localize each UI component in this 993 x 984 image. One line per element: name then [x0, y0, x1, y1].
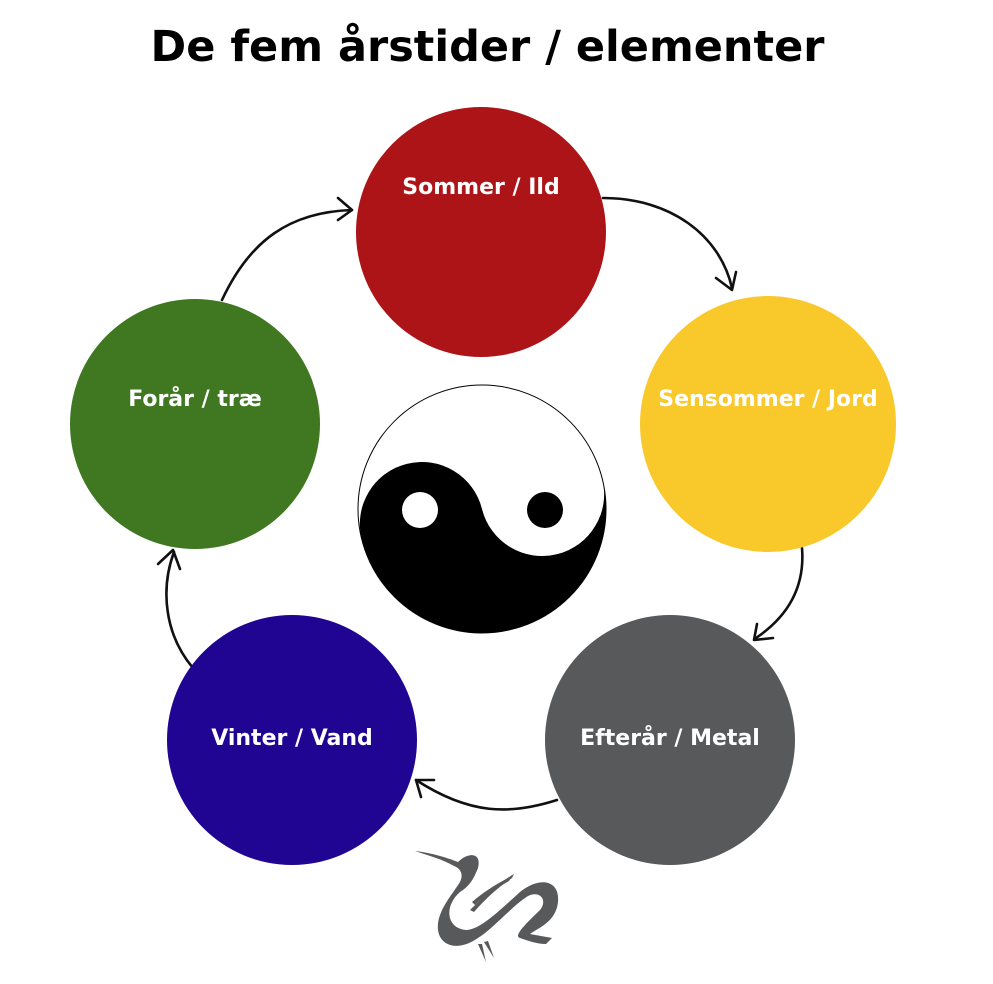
element-node-label: Efterår / Metal [580, 725, 760, 751]
element-node-3: Vinter / Vand [167, 615, 417, 865]
element-node-label: Forår / træ [128, 386, 262, 412]
element-node-label: Vinter / Vand [211, 725, 373, 751]
element-node-1: Sensommer / Jord [640, 296, 896, 552]
element-node-4: Forår / træ [70, 299, 320, 549]
diagram-title: De fem årstider / elementer [150, 22, 825, 72]
element-node-0: Sommer / Ild [356, 107, 606, 357]
arrow-sensommer-to-efterar [754, 546, 804, 640]
arrow-sommer-to-sensommer [601, 196, 734, 290]
arrow-vinter-to-forar [165, 550, 195, 670]
arrow-forar-to-sommer [220, 208, 354, 302]
element-node-label: Sensommer / Jord [658, 386, 878, 412]
arrow-efterar-to-vinter [414, 778, 559, 811]
element-node-label: Sommer / Ild [402, 174, 560, 200]
element-node-2: Efterår / Metal [545, 615, 795, 865]
